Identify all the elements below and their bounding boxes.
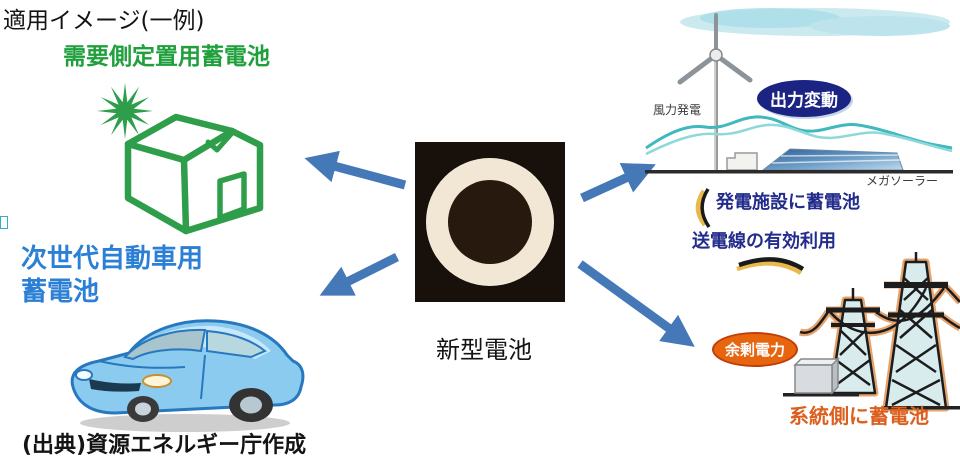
center-battery-label: 新型電池 [436,336,532,364]
wind-turbine-icon [677,13,753,172]
generation-storage-label: 発電施設に蓄電池 [716,192,860,213]
output-wave-icon [645,115,953,156]
cloud-icon [680,8,950,36]
sun-icon [97,83,153,139]
transmission-towers-icon [783,252,960,412]
battery-photo [415,142,565,302]
demand-side-label: 需要側定置用蓄電池 [63,44,270,70]
powerhouse-icon [726,152,758,171]
battery-core [448,180,532,264]
page-title: 適用イメージ(一例) [3,8,205,34]
source-note: (出典)資源エネルギー庁作成 [22,433,307,458]
house-icon [97,83,264,235]
transmission-swoosh-mark [736,257,805,275]
transmission-label: 送電線の有効利用 [692,231,836,252]
brace-mark [695,188,711,228]
scan-artifact-mark [0,216,8,229]
vehicle-label-line1: 次世代自動車用 [21,244,204,274]
arrow-icon [304,150,695,347]
vehicle-label-line2: 蓄電池 [21,277,100,308]
surplus-power-badge: 余剰電力 [712,332,798,367]
wind-power-label: 風力発電 [653,103,702,117]
car-icon [70,319,305,432]
battery-ring [426,158,554,286]
fluctuation-badge: 出力変動 [757,80,851,117]
vehicle-label: 次世代自動車用 蓄電池 [21,243,203,309]
grid-storage-label: 系統側に蓄電池 [789,404,929,428]
megasolar-label: メガソーラー [866,174,939,188]
ground-line [645,170,953,174]
solar-panel-icon [761,148,904,171]
grid-battery-box-icon [793,357,840,395]
